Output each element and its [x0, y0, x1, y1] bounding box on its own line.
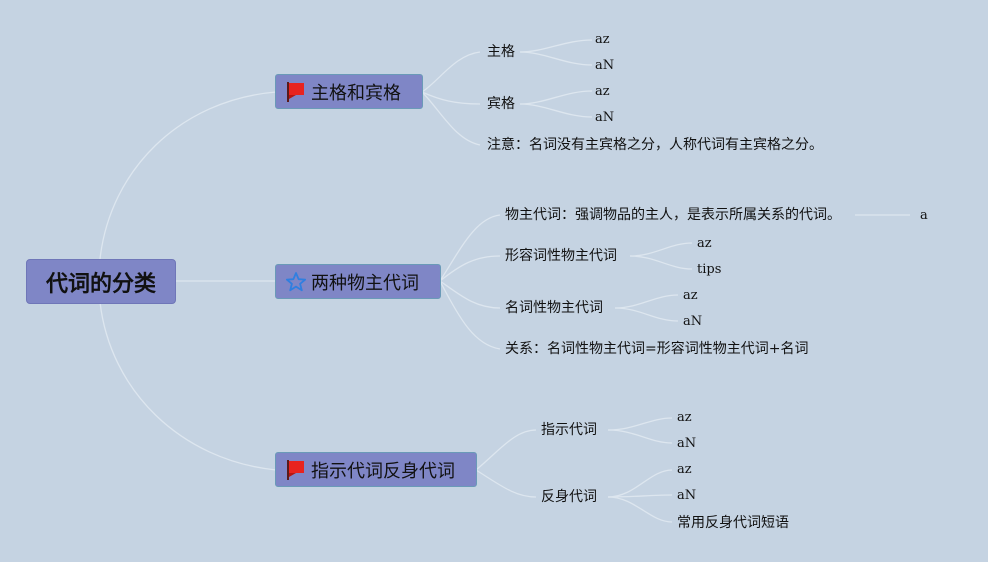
topic-nominative[interactable]: 主格 — [487, 44, 515, 60]
branch-label: 主格和宾格 — [311, 82, 401, 104]
leaf-item[interactable]: az — [595, 84, 610, 99]
topic-reflexive[interactable]: 反身代词 — [541, 489, 597, 505]
branch-node-demonstrative-reflexive[interactable]: 指示代词反身代词 — [275, 452, 477, 487]
branch-node-case[interactable]: 主格和宾格 — [275, 74, 423, 109]
topic-note[interactable]: 注意：名词没有主宾格之分，人称代词有主宾格之分。 — [487, 137, 823, 153]
leaf-item[interactable]: az — [595, 32, 610, 47]
topic-nominal-possessive[interactable]: 名词性物主代词 — [505, 300, 603, 316]
branch-node-possessive[interactable]: 两种物主代词 — [275, 264, 441, 299]
leaf-item[interactable]: az — [677, 462, 692, 477]
leaf-item[interactable]: 常用反身代词短语 — [677, 515, 789, 531]
root-label: 代词的分类 — [45, 271, 156, 297]
leaf-item[interactable]: aN — [595, 58, 615, 73]
leaf-item[interactable]: az — [697, 236, 712, 251]
link-root-b1 — [99, 91, 277, 260]
red-flag-icon — [286, 81, 306, 103]
topic-adjectival-possessive[interactable]: 形容词性物主代词 — [505, 248, 617, 264]
leaf-item[interactable]: aN — [683, 314, 703, 329]
leaf-item[interactable]: az — [683, 288, 698, 303]
branch-label: 两种物主代词 — [311, 272, 419, 294]
leaf-item[interactable]: aN — [677, 436, 697, 451]
topic-objective[interactable]: 宾格 — [487, 96, 515, 112]
root-node[interactable]: 代词的分类 — [26, 259, 176, 304]
red-flag-icon — [286, 459, 306, 481]
branch-label: 指示代词反身代词 — [311, 460, 455, 482]
leaf-item[interactable]: a — [920, 208, 928, 223]
leaf-item[interactable]: aN — [595, 110, 615, 125]
leaf-item[interactable]: tips — [697, 262, 722, 277]
topic-relationship[interactable]: 关系：名词性物主代词=形容词性物主代词+名词 — [505, 341, 809, 357]
link-root-b3 — [99, 301, 277, 471]
leaf-item[interactable]: aN — [677, 488, 697, 503]
topic-demonstrative[interactable]: 指示代词 — [541, 422, 597, 438]
topic-possessive-definition[interactable]: 物主代词：强调物品的主人，是表示所属关系的代词。 — [505, 207, 841, 223]
blue-star-icon — [286, 271, 306, 293]
leaf-item[interactable]: az — [677, 410, 692, 425]
